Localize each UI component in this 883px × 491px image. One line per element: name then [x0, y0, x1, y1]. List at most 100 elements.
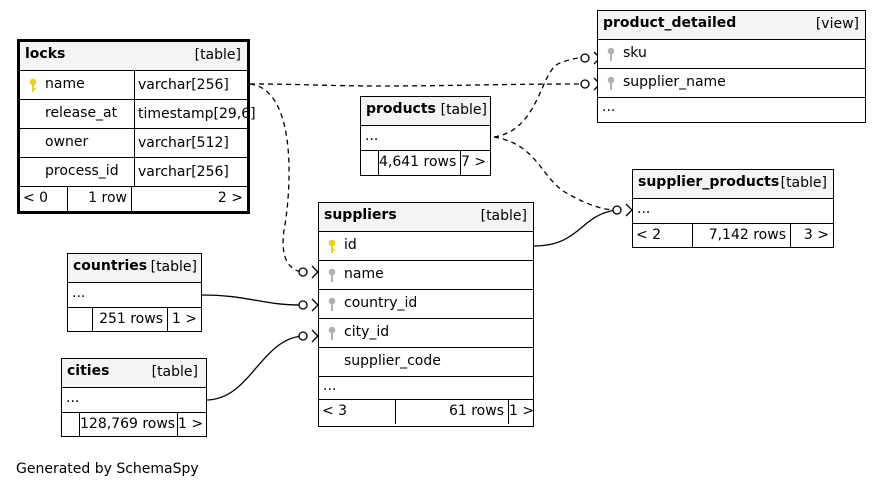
table-kind: [table] [440, 102, 487, 118]
column-name: supplier_name [623, 74, 726, 90]
edge-locks-suppliers [249, 83, 303, 273]
table-cities[interactable]: cities [table] ... 128,769 rows 1 > [61, 358, 207, 437]
generated-by-text: Generated by SchemaSpy [16, 461, 199, 477]
table-kind: [table] [151, 364, 198, 380]
table-name: countries [73, 258, 148, 274]
edge-countries-suppliers [200, 294, 303, 306]
foreign-key-icon [328, 268, 336, 282]
column-row[interactable]: release_at timestamp[29,6] [20, 100, 256, 129]
column-name: id [344, 237, 357, 253]
parents-count: < 2 [636, 227, 662, 243]
table-kind: [table] [780, 175, 827, 191]
edge-cities-suppliers [205, 335, 303, 401]
table-locks[interactable]: locks [table] name varchar[256] release_… [17, 39, 256, 214]
table-footer: 251 rows 1 > [68, 308, 201, 332]
children-count: 1 > [167, 308, 201, 332]
parents-count [361, 151, 378, 175]
column-row[interactable]: owner varchar[512] [20, 129, 247, 158]
column-name: city_id [344, 324, 390, 340]
column-row[interactable]: name varchar[256] [20, 71, 247, 100]
more-columns-row: ... [62, 388, 206, 413]
table-countries[interactable]: countries [table] ... 251 rows 1 > [67, 253, 202, 332]
column-name: sku [623, 45, 647, 61]
table-supplier-products[interactable]: supplier_products [table] ... < 2 7,142 … [632, 169, 834, 248]
table-header: countries [table] [68, 254, 201, 283]
column-row[interactable]: country_id [319, 290, 533, 319]
table-kind: [table] [480, 208, 527, 224]
row-count: 7,142 rows [692, 224, 790, 248]
table-kind: [table] [194, 47, 241, 63]
column-row[interactable]: supplier_name [598, 69, 865, 98]
parents-count [62, 413, 79, 437]
table-header: suppliers [table] [319, 203, 533, 232]
column-row[interactable]: sku [598, 40, 865, 69]
table-products[interactable]: products [table] ... 4,641 rows 7 > [360, 96, 491, 176]
table-product-detailed[interactable]: product_detailed [view] sku supplier_nam… [597, 10, 866, 123]
column-type: timestamp[29,6] [134, 100, 256, 129]
edge-locks-product-detailed [249, 83, 583, 87]
column-name: process_id [45, 163, 119, 179]
ellipsis: ... [66, 390, 80, 406]
table-kind: [view] [815, 16, 859, 32]
row-count: 251 rows [92, 308, 167, 332]
column-row[interactable]: supplier_code [319, 348, 533, 377]
more-columns-row: ... [319, 377, 533, 400]
row-count: 4,641 rows [378, 151, 460, 175]
column-type: varchar[512] [134, 129, 229, 158]
table-footer: < 2 7,142 rows 3 > [633, 224, 833, 248]
column-row[interactable]: city_id [319, 319, 533, 348]
table-name: locks [25, 46, 66, 62]
column-type: varchar[256] [134, 158, 229, 187]
children-count: 2 > [131, 187, 247, 211]
parents-count: < 0 [23, 190, 49, 206]
table-header: products [table] [361, 97, 490, 126]
more-columns-row: ... [361, 126, 490, 151]
children-count: 3 > [790, 224, 833, 248]
column-row[interactable]: name [319, 261, 533, 290]
table-header: locks [table] [20, 42, 247, 71]
crowfoot-markers [298, 51, 633, 343]
table-footer: < 0 1 row 2 > [20, 187, 247, 211]
table-header: product_detailed [view] [598, 11, 865, 40]
ellipsis: ... [72, 285, 86, 301]
column-name: country_id [344, 295, 418, 311]
ellipsis: ... [602, 99, 616, 115]
table-header: cities [table] [62, 359, 206, 388]
table-name: supplier_products [638, 174, 780, 190]
primary-key-icon [328, 239, 336, 253]
table-footer: 128,769 rows 1 > [62, 413, 206, 437]
foreign-key-icon [607, 76, 615, 90]
table-suppliers[interactable]: suppliers [table] id name country_id cit… [318, 202, 534, 427]
edge-suppliers-supplier-products [533, 209, 617, 247]
row-count: 128,769 rows [79, 413, 177, 437]
ellipsis: ... [323, 378, 337, 394]
row-count: 61 rows [395, 400, 508, 424]
column-row[interactable]: process_id varchar[256] [20, 158, 247, 187]
ellipsis: ... [365, 128, 379, 144]
ellipsis: ... [637, 201, 651, 217]
table-name: suppliers [324, 207, 397, 223]
parents-count: < 3 [322, 403, 348, 419]
table-footer: < 3 61 rows 1 > [319, 400, 534, 424]
edge-products-supplier-products [493, 136, 617, 211]
more-columns-row: ... [633, 199, 833, 224]
row-count: 1 row [67, 187, 131, 211]
more-columns-row: ... [598, 98, 865, 120]
column-name: release_at [45, 105, 118, 121]
parents-count [68, 308, 92, 332]
foreign-key-icon [607, 47, 615, 61]
table-header: supplier_products [table] [633, 170, 833, 199]
table-kind: [table] [150, 259, 197, 275]
primary-key-icon [29, 78, 37, 92]
children-count: 1 > [508, 400, 534, 424]
table-name: product_detailed [603, 15, 737, 31]
table-name: products [366, 101, 436, 117]
children-count: 7 > [460, 151, 490, 175]
foreign-key-icon [328, 297, 336, 311]
column-name: owner [45, 134, 89, 150]
column-row[interactable]: id [319, 232, 533, 261]
column-name: name [344, 266, 384, 282]
foreign-key-icon [328, 326, 336, 340]
